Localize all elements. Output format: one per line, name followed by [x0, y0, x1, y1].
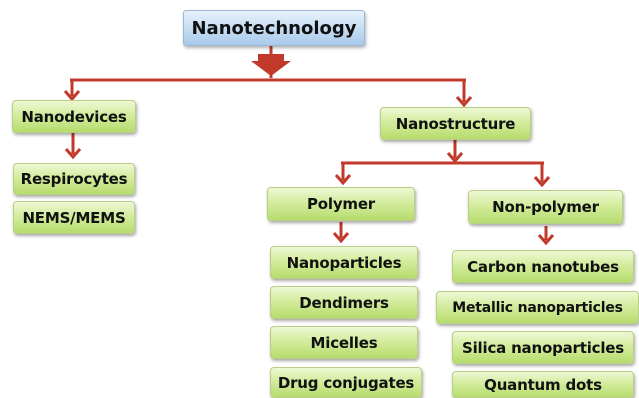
node-silica-nanoparticles: Silica nanoparticles [452, 331, 634, 364]
arrow-head-nanodevices-icon [63, 90, 81, 102]
arrow-head-nanoparticles-icon [332, 232, 350, 244]
node-micelles: Micelles [270, 326, 418, 359]
node-label: Carbon nanotubes [467, 257, 619, 276]
arrow-head-non-polymer-icon [533, 176, 551, 188]
node-label: Nanotechnology [191, 17, 357, 39]
node-nanodevices: Nanodevices [12, 100, 136, 133]
node-nems-mems: NEMS/MEMS [13, 201, 135, 234]
node-nanostructure: Nanostructure [380, 107, 531, 140]
node-quantum-dots: Quantum dots [452, 371, 634, 398]
node-label: NEMS/MEMS [22, 208, 126, 227]
node-carbon-nanotubes: Carbon nanotubes [452, 250, 634, 283]
node-nanotechnology: Nanotechnology [183, 10, 365, 46]
node-label: Quantum dots [484, 375, 602, 394]
node-label: Micelles [310, 333, 378, 352]
root-arrow-icon [251, 54, 291, 76]
node-respirocytes: Respirocytes [13, 163, 135, 195]
arrow-head-polymer-icon [334, 174, 352, 186]
node-polymer: Polymer [267, 187, 415, 221]
node-metallic-nanoparticles: Metallic nanoparticles [436, 291, 639, 324]
node-label: Drug conjugates [277, 373, 415, 392]
node-label: Nanostructure [395, 114, 516, 133]
node-drug-conjugates: Drug conjugates [270, 367, 422, 398]
node-label: Respirocytes [20, 170, 128, 188]
arrow-head-nanostructure-split-icon [446, 152, 464, 164]
node-label: Polymer [306, 195, 376, 213]
arrow-head-respirocytes-icon [64, 148, 82, 160]
node-dendimers: Dendimers [270, 286, 418, 319]
arrow-head-nanostructure-icon [455, 96, 473, 108]
node-nanoparticles: Nanoparticles [270, 246, 418, 279]
node-label: Nanoparticles [286, 253, 402, 272]
node-label: Non-polymer [492, 198, 599, 216]
node-label: Metallic nanoparticles [452, 299, 623, 316]
node-non-polymer: Non-polymer [468, 190, 623, 224]
arrow-head-carbon-nanotubes-icon [537, 234, 555, 246]
node-label: Dendimers [299, 293, 389, 312]
node-label: Nanodevices [21, 107, 127, 126]
node-label: Silica nanoparticles [462, 338, 624, 357]
